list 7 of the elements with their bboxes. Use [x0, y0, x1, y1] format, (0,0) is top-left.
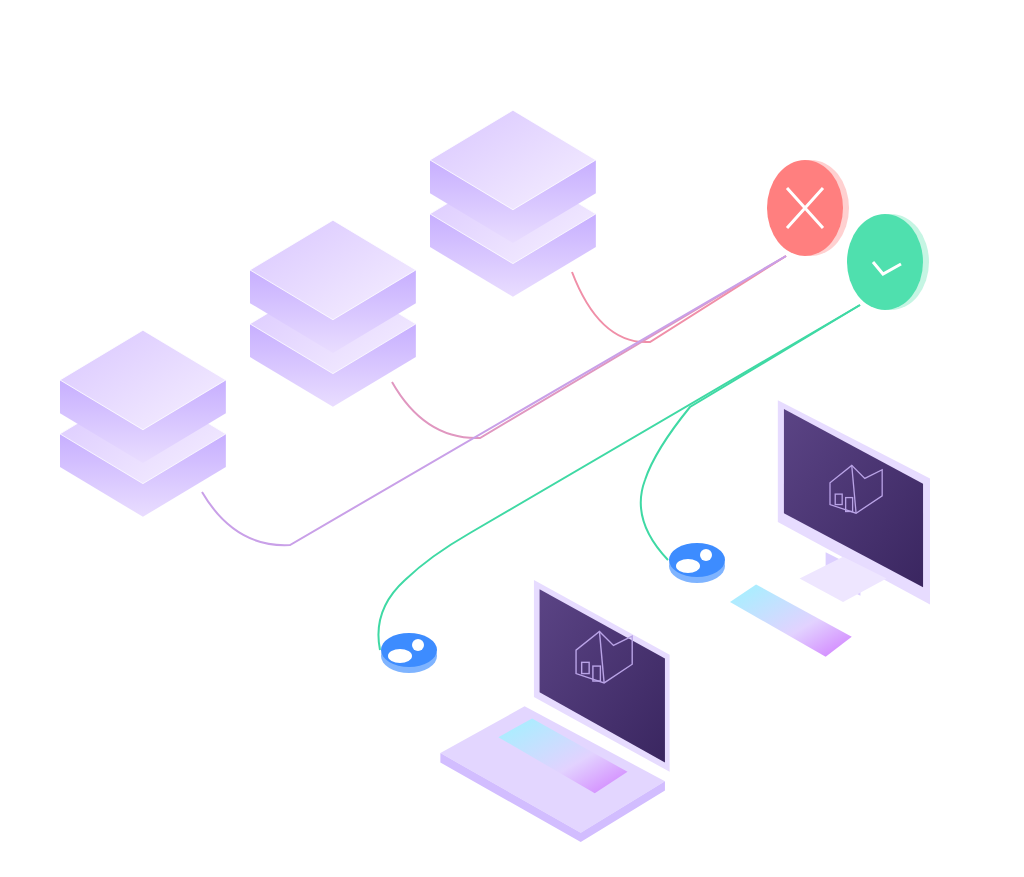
user-icon — [380, 630, 438, 674]
computer-drawing — [440, 580, 670, 842]
connector-line — [201, 255, 787, 547]
check-circle-icon — [845, 212, 931, 312]
cross-circle-icon — [765, 158, 851, 258]
user-icon — [668, 540, 726, 584]
connector-line — [377, 304, 861, 651]
